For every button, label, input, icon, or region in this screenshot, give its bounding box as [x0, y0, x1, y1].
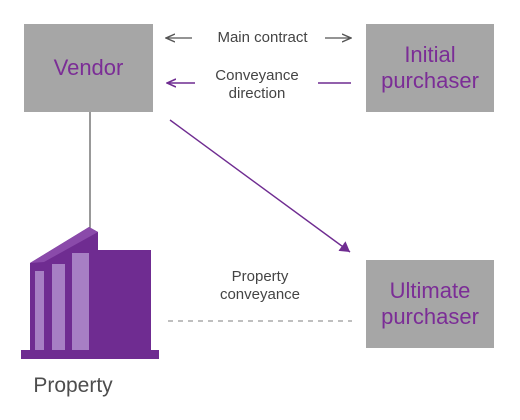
vendor-box: Vendor	[24, 24, 153, 112]
initial-purchaser-box: Initial purchaser	[366, 24, 494, 112]
main-contract-label: Main contract	[217, 29, 308, 46]
conveyance-direction-label: Conveyance direction	[215, 67, 299, 102]
conveyance-diagonal-arrow	[169, 119, 351, 253]
ultimate-purchaser-box: Ultimate purchaser	[366, 260, 494, 348]
vendor-label: Vendor	[53, 54, 124, 80]
property-conveyance-label: Property conveyance	[219, 268, 301, 303]
property-label: Property	[33, 374, 113, 397]
ultimate-purchaser-label: Ultimate purchaser	[381, 277, 479, 329]
building-icon	[21, 227, 159, 359]
initial-purchaser-label: Initial purchaser	[381, 41, 479, 93]
